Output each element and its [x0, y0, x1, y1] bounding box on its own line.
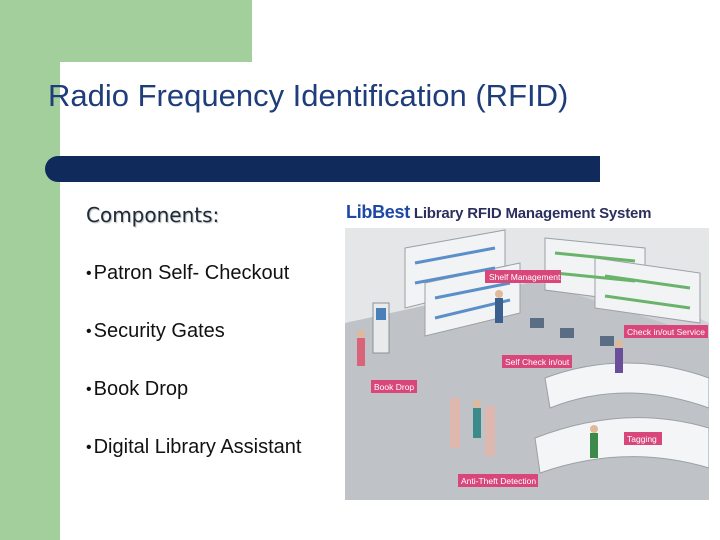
slide-title: Radio Frequency Identification (RFID): [48, 78, 569, 113]
label-tagging: Tagging: [624, 432, 662, 445]
bullet-dot: •: [86, 265, 92, 282]
list-item-digital-library-assistant: •Digital Library Assistant: [86, 432, 301, 490]
list-item-text: Patron Self- Checkout: [93, 262, 290, 284]
list-item-text: Digital Library Assistant: [93, 436, 302, 458]
label-anti-theft-detection: Anti-Theft Detection: [458, 474, 538, 487]
component-list: •Patron Self- Checkout •Security Gates •…: [86, 258, 301, 490]
list-item-book-drop: •Book Drop: [86, 374, 301, 432]
label-check-in-out-service: Check in/out Service: [624, 325, 708, 338]
list-item-security-gates: •Security Gates: [86, 316, 301, 374]
list-item-patron-self-checkout: •Patron Self- Checkout: [86, 258, 301, 316]
svg-text:Book Drop: Book Drop: [374, 382, 414, 392]
left-accent-bar: [0, 0, 60, 540]
list-item-text: Security Gates: [93, 320, 225, 342]
rfid-library-illustration: Shelf Management Check in/out Service Se…: [345, 228, 709, 500]
bullet-dot: •: [86, 439, 92, 456]
label-book-drop: Book Drop: [371, 380, 417, 393]
title-panel: [60, 62, 720, 158]
svg-text:Tagging: Tagging: [627, 434, 657, 444]
list-item-text: Book Drop: [93, 378, 189, 400]
svg-text:Anti-Theft Detection: Anti-Theft Detection: [461, 476, 536, 486]
svg-text:Self Check in/out: Self Check in/out: [505, 357, 570, 367]
label-shelf-management: Shelf Management: [485, 270, 561, 283]
svg-text:Check in/out Service: Check in/out Service: [627, 327, 705, 337]
figure-title-text: Library RFID Management System: [409, 205, 652, 222]
figure-brand-logo-text: LibBest: [346, 202, 410, 222]
components-heading: Components:: [86, 203, 220, 227]
bullet-dot: •: [86, 381, 92, 398]
bullet-dot: •: [86, 323, 92, 340]
title-divider-bar: [45, 156, 600, 182]
top-accent-block: [0, 0, 252, 62]
divider-end-cap: [47, 158, 69, 180]
figure-title: LibBest Library RFID Management System: [346, 202, 716, 230]
svg-text:Shelf Management: Shelf Management: [489, 272, 561, 282]
label-self-check: Self Check in/out: [502, 355, 572, 368]
